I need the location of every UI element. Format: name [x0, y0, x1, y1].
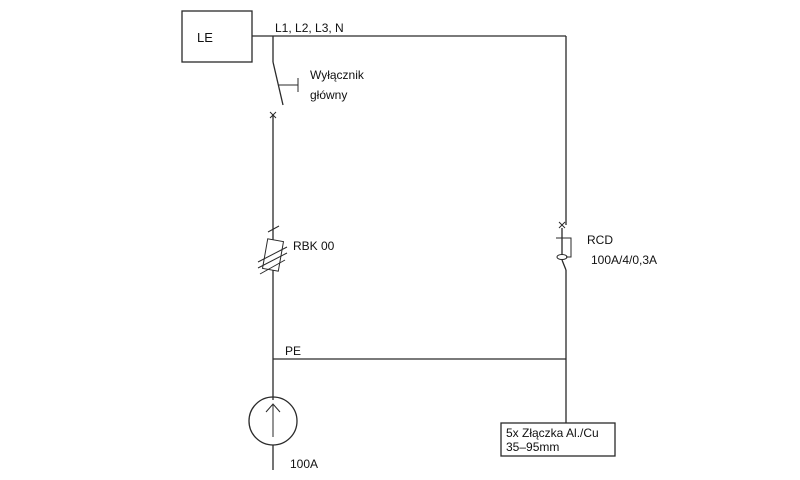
- pe-label: PE: [285, 344, 301, 358]
- current-source-symbol: 100A: [248, 396, 318, 471]
- rcd-symbol: RCD 100A/4/0,3A: [556, 36, 657, 423]
- main-switch-label-line2: główny: [310, 88, 347, 102]
- le-label: LE: [197, 30, 213, 45]
- current-source-label: 100A: [290, 457, 318, 471]
- supply-bus: L1, L2, L3, N: [252, 21, 566, 62]
- rcd-label-line1: RCD: [587, 233, 613, 247]
- main-switch-label-line1: Wyłącznik: [310, 68, 365, 82]
- pe-bus: PE: [273, 344, 566, 360]
- fuse-label: RBK 00: [293, 239, 335, 253]
- fuse-symbol: RBK 00: [257, 225, 335, 400]
- connector-label-line1: 5x Złączka Al./Cu: [506, 426, 599, 440]
- bus-label: L1, L2, L3, N: [275, 21, 344, 35]
- rcd-label-line2: 100A/4/0,3A: [591, 253, 657, 267]
- le-source-box: LE: [181, 10, 253, 63]
- connector-box: 5x Złączka Al./Cu 35–95mm: [500, 422, 616, 457]
- main-switch-symbol: Wyłącznik główny: [269, 61, 365, 240]
- connector-label-line2: 35–95mm: [506, 440, 559, 454]
